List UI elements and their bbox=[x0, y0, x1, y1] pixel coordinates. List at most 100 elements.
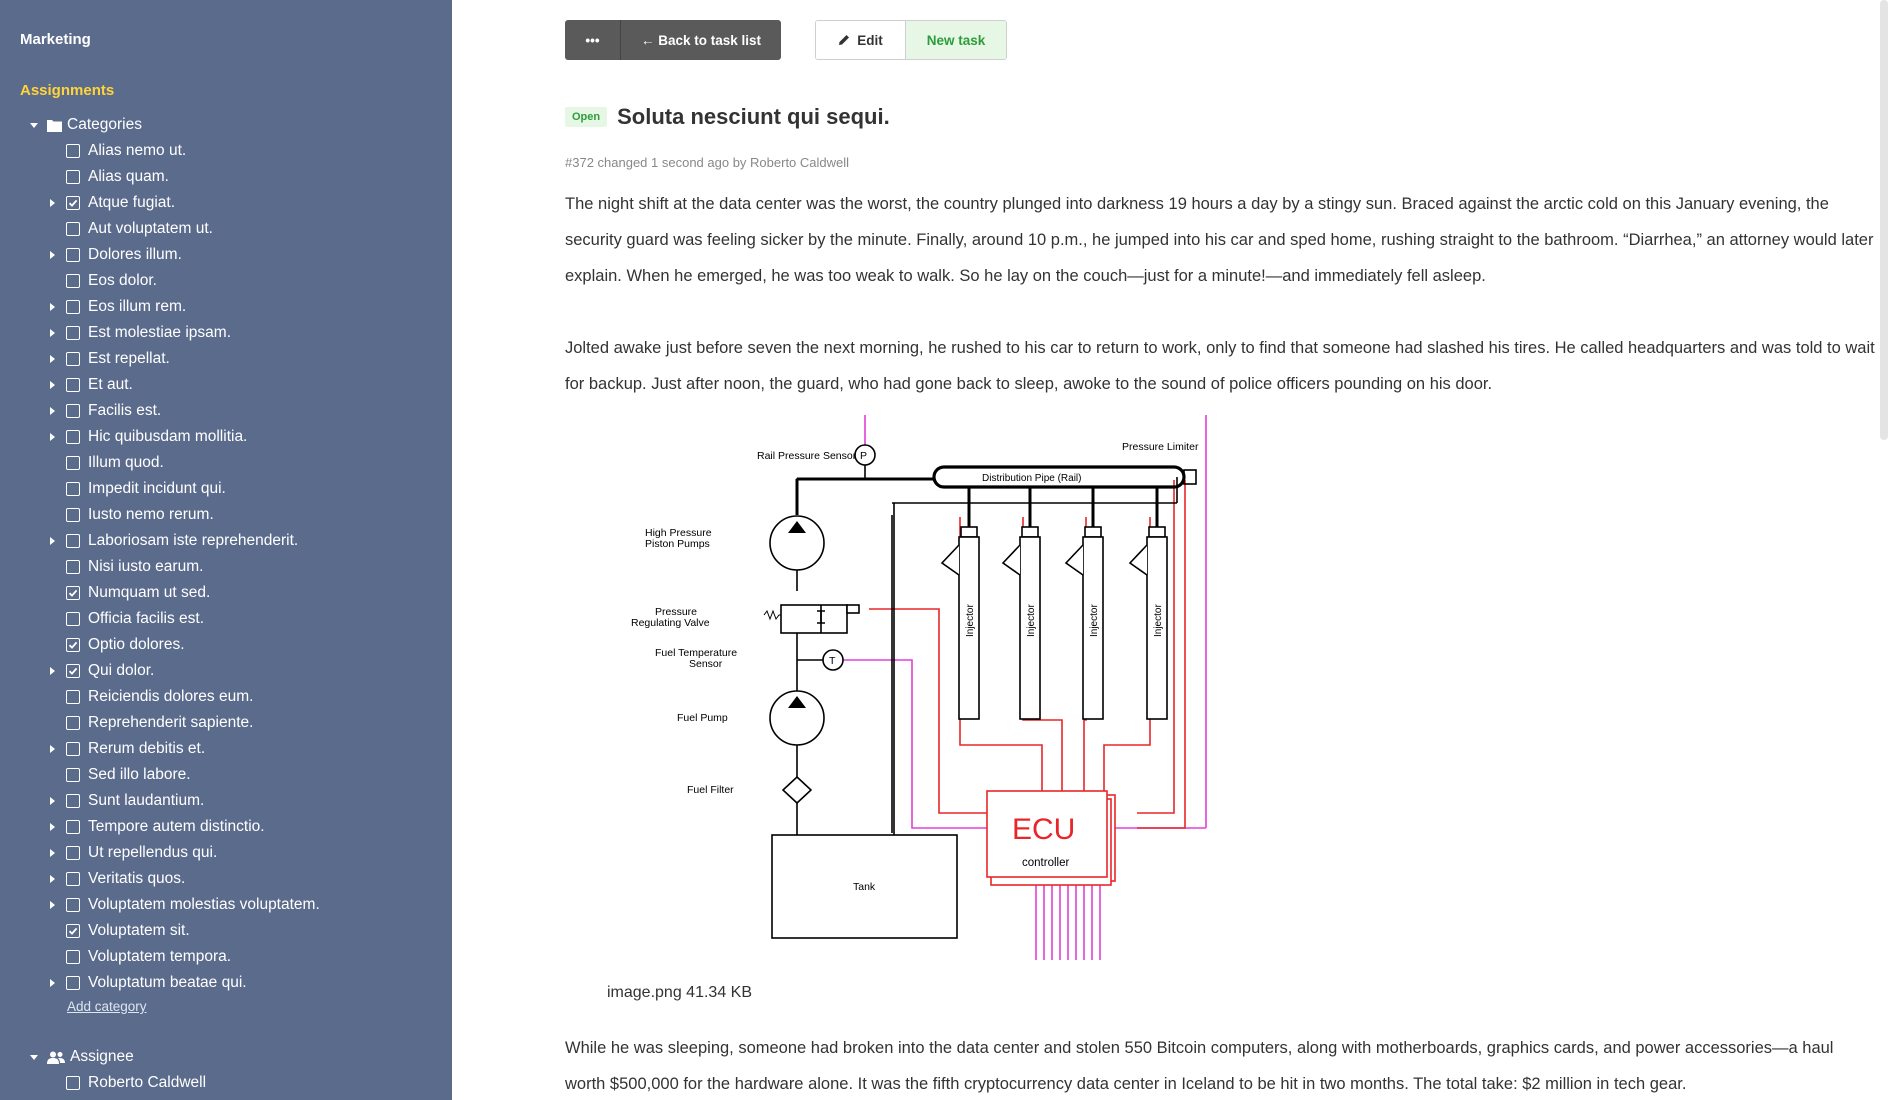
category-item[interactable]: Est repellat. bbox=[46, 346, 170, 372]
caret-right-icon[interactable] bbox=[46, 743, 58, 755]
checkbox[interactable] bbox=[66, 924, 80, 938]
checkbox[interactable] bbox=[66, 196, 80, 210]
caret-right-icon[interactable] bbox=[46, 431, 58, 443]
category-item[interactable]: Reiciendis dolores eum. bbox=[46, 684, 253, 710]
checkbox[interactable] bbox=[66, 274, 80, 288]
category-item[interactable]: Facilis est. bbox=[46, 398, 161, 424]
checkbox[interactable] bbox=[66, 690, 80, 704]
checkbox[interactable] bbox=[66, 352, 80, 366]
caret-right-icon[interactable] bbox=[46, 353, 58, 365]
category-item[interactable]: Reprehenderit sapiente. bbox=[46, 710, 253, 736]
checkbox[interactable] bbox=[66, 586, 80, 600]
checkbox[interactable] bbox=[66, 430, 80, 444]
category-item[interactable]: Voluptatem tempora. bbox=[46, 944, 231, 970]
caret-right-icon[interactable] bbox=[46, 665, 58, 677]
section-assignments[interactable]: Assignments bbox=[20, 82, 115, 99]
scrollbar[interactable] bbox=[1880, 0, 1888, 440]
caret-right-icon[interactable] bbox=[46, 535, 58, 547]
caret-right-icon[interactable] bbox=[46, 301, 58, 313]
caret-right-icon[interactable] bbox=[46, 327, 58, 339]
checkbox[interactable] bbox=[66, 742, 80, 756]
category-item[interactable]: Est molestiae ipsam. bbox=[46, 320, 231, 346]
add-category-link[interactable]: Add category bbox=[67, 999, 147, 1014]
category-item[interactable]: Ut repellendus qui. bbox=[46, 840, 217, 866]
checkbox[interactable] bbox=[66, 560, 80, 574]
checkbox[interactable] bbox=[66, 664, 80, 678]
more-button[interactable]: ••• bbox=[565, 20, 621, 60]
category-item[interactable]: Alias quam. bbox=[46, 164, 169, 190]
category-item[interactable]: Laboriosam iste reprehenderit. bbox=[46, 528, 298, 554]
checkbox[interactable] bbox=[66, 508, 80, 522]
checkbox[interactable] bbox=[66, 326, 80, 340]
category-item[interactable]: Veritatis quos. bbox=[46, 866, 185, 892]
category-item[interactable]: Iusto nemo rerum. bbox=[46, 502, 214, 528]
category-item[interactable]: Voluptatem sit. bbox=[46, 918, 190, 944]
category-item[interactable]: Eos dolor. bbox=[46, 268, 157, 294]
caret-right-icon[interactable] bbox=[46, 899, 58, 911]
assignee-item-label: Roberto Caldwell bbox=[88, 1074, 207, 1091]
checkbox[interactable] bbox=[66, 378, 80, 392]
caret-right-icon[interactable] bbox=[46, 977, 58, 989]
caret-right-icon[interactable] bbox=[46, 821, 58, 833]
category-item[interactable]: Voluptatem molestias voluptatem. bbox=[46, 892, 320, 918]
checkbox[interactable] bbox=[66, 950, 80, 964]
category-item[interactable]: Hic quibusdam mollitia. bbox=[46, 424, 247, 450]
category-item[interactable]: Illum quod. bbox=[46, 450, 164, 476]
category-item[interactable]: Qui dolor. bbox=[46, 658, 154, 684]
category-item[interactable]: Tempore autem distinctio. bbox=[46, 814, 265, 840]
category-item[interactable]: Officia facilis est. bbox=[46, 606, 204, 632]
edit-button[interactable]: Edit bbox=[816, 21, 907, 59]
checkbox[interactable] bbox=[66, 300, 80, 314]
checkbox[interactable] bbox=[66, 482, 80, 496]
category-item[interactable]: Atque fugiat. bbox=[46, 190, 175, 216]
checkbox[interactable] bbox=[66, 846, 80, 860]
assignee-group[interactable]: Assignee bbox=[28, 1044, 134, 1070]
checkbox[interactable] bbox=[66, 456, 80, 470]
category-item[interactable]: Optio dolores. bbox=[46, 632, 185, 658]
checkbox[interactable] bbox=[66, 534, 80, 548]
checkbox[interactable] bbox=[66, 638, 80, 652]
category-item[interactable]: Dolores illum. bbox=[46, 242, 182, 268]
category-item[interactable]: Voluptatum beatae qui. bbox=[46, 970, 247, 996]
category-item[interactable]: Sunt laudantium. bbox=[46, 788, 204, 814]
fuel-system-diagram[interactable]: Rail Pressure Sensor P Pressure Limiter … bbox=[607, 415, 1637, 975]
category-item[interactable]: Rerum debitis et. bbox=[46, 736, 205, 762]
caret-right-icon[interactable] bbox=[46, 197, 58, 209]
new-task-button[interactable]: New task bbox=[906, 21, 1007, 59]
categories-group[interactable]: Categories bbox=[28, 112, 142, 138]
back-to-task-list-button[interactable]: ← Back to task list bbox=[621, 20, 782, 60]
checkbox[interactable] bbox=[66, 872, 80, 886]
attachment-caption[interactable]: image.png 41.34 KB bbox=[607, 984, 752, 1002]
category-item[interactable]: Nisi iusto earum. bbox=[46, 554, 203, 580]
caret-right-icon[interactable] bbox=[46, 847, 58, 859]
category-item[interactable]: Impedit incidunt qui. bbox=[46, 476, 226, 502]
category-item[interactable]: Aut voluptatem ut. bbox=[46, 216, 213, 242]
checkbox[interactable] bbox=[66, 716, 80, 730]
caret-right-icon[interactable] bbox=[46, 873, 58, 885]
caret-down-icon[interactable] bbox=[28, 119, 40, 131]
checkbox[interactable] bbox=[66, 820, 80, 834]
category-item[interactable]: Numquam ut sed. bbox=[46, 580, 210, 606]
checkbox[interactable] bbox=[66, 248, 80, 262]
category-item[interactable]: Sed illo labore. bbox=[46, 762, 191, 788]
checkbox[interactable] bbox=[66, 976, 80, 990]
checkbox[interactable] bbox=[66, 794, 80, 808]
checkbox[interactable] bbox=[66, 768, 80, 782]
checkbox[interactable] bbox=[66, 222, 80, 236]
checkbox[interactable] bbox=[66, 1076, 80, 1090]
caret-down-icon[interactable] bbox=[28, 1051, 40, 1063]
caret-right-icon[interactable] bbox=[46, 405, 58, 417]
category-item[interactable]: Alias nemo ut. bbox=[46, 138, 186, 164]
caret-right-icon[interactable] bbox=[46, 379, 58, 391]
caret-right-icon[interactable] bbox=[46, 249, 58, 261]
category-item[interactable]: Et aut. bbox=[46, 372, 133, 398]
checkbox[interactable] bbox=[66, 612, 80, 626]
category-item[interactable]: Eos illum rem. bbox=[46, 294, 186, 320]
checkbox[interactable] bbox=[66, 170, 80, 184]
assignee-item[interactable]: Roberto Caldwell bbox=[66, 1070, 206, 1096]
checkbox[interactable] bbox=[66, 404, 80, 418]
caret-right-icon[interactable] bbox=[46, 795, 58, 807]
project-name[interactable]: Marketing bbox=[20, 31, 91, 48]
checkbox[interactable] bbox=[66, 898, 80, 912]
checkbox[interactable] bbox=[66, 144, 80, 158]
